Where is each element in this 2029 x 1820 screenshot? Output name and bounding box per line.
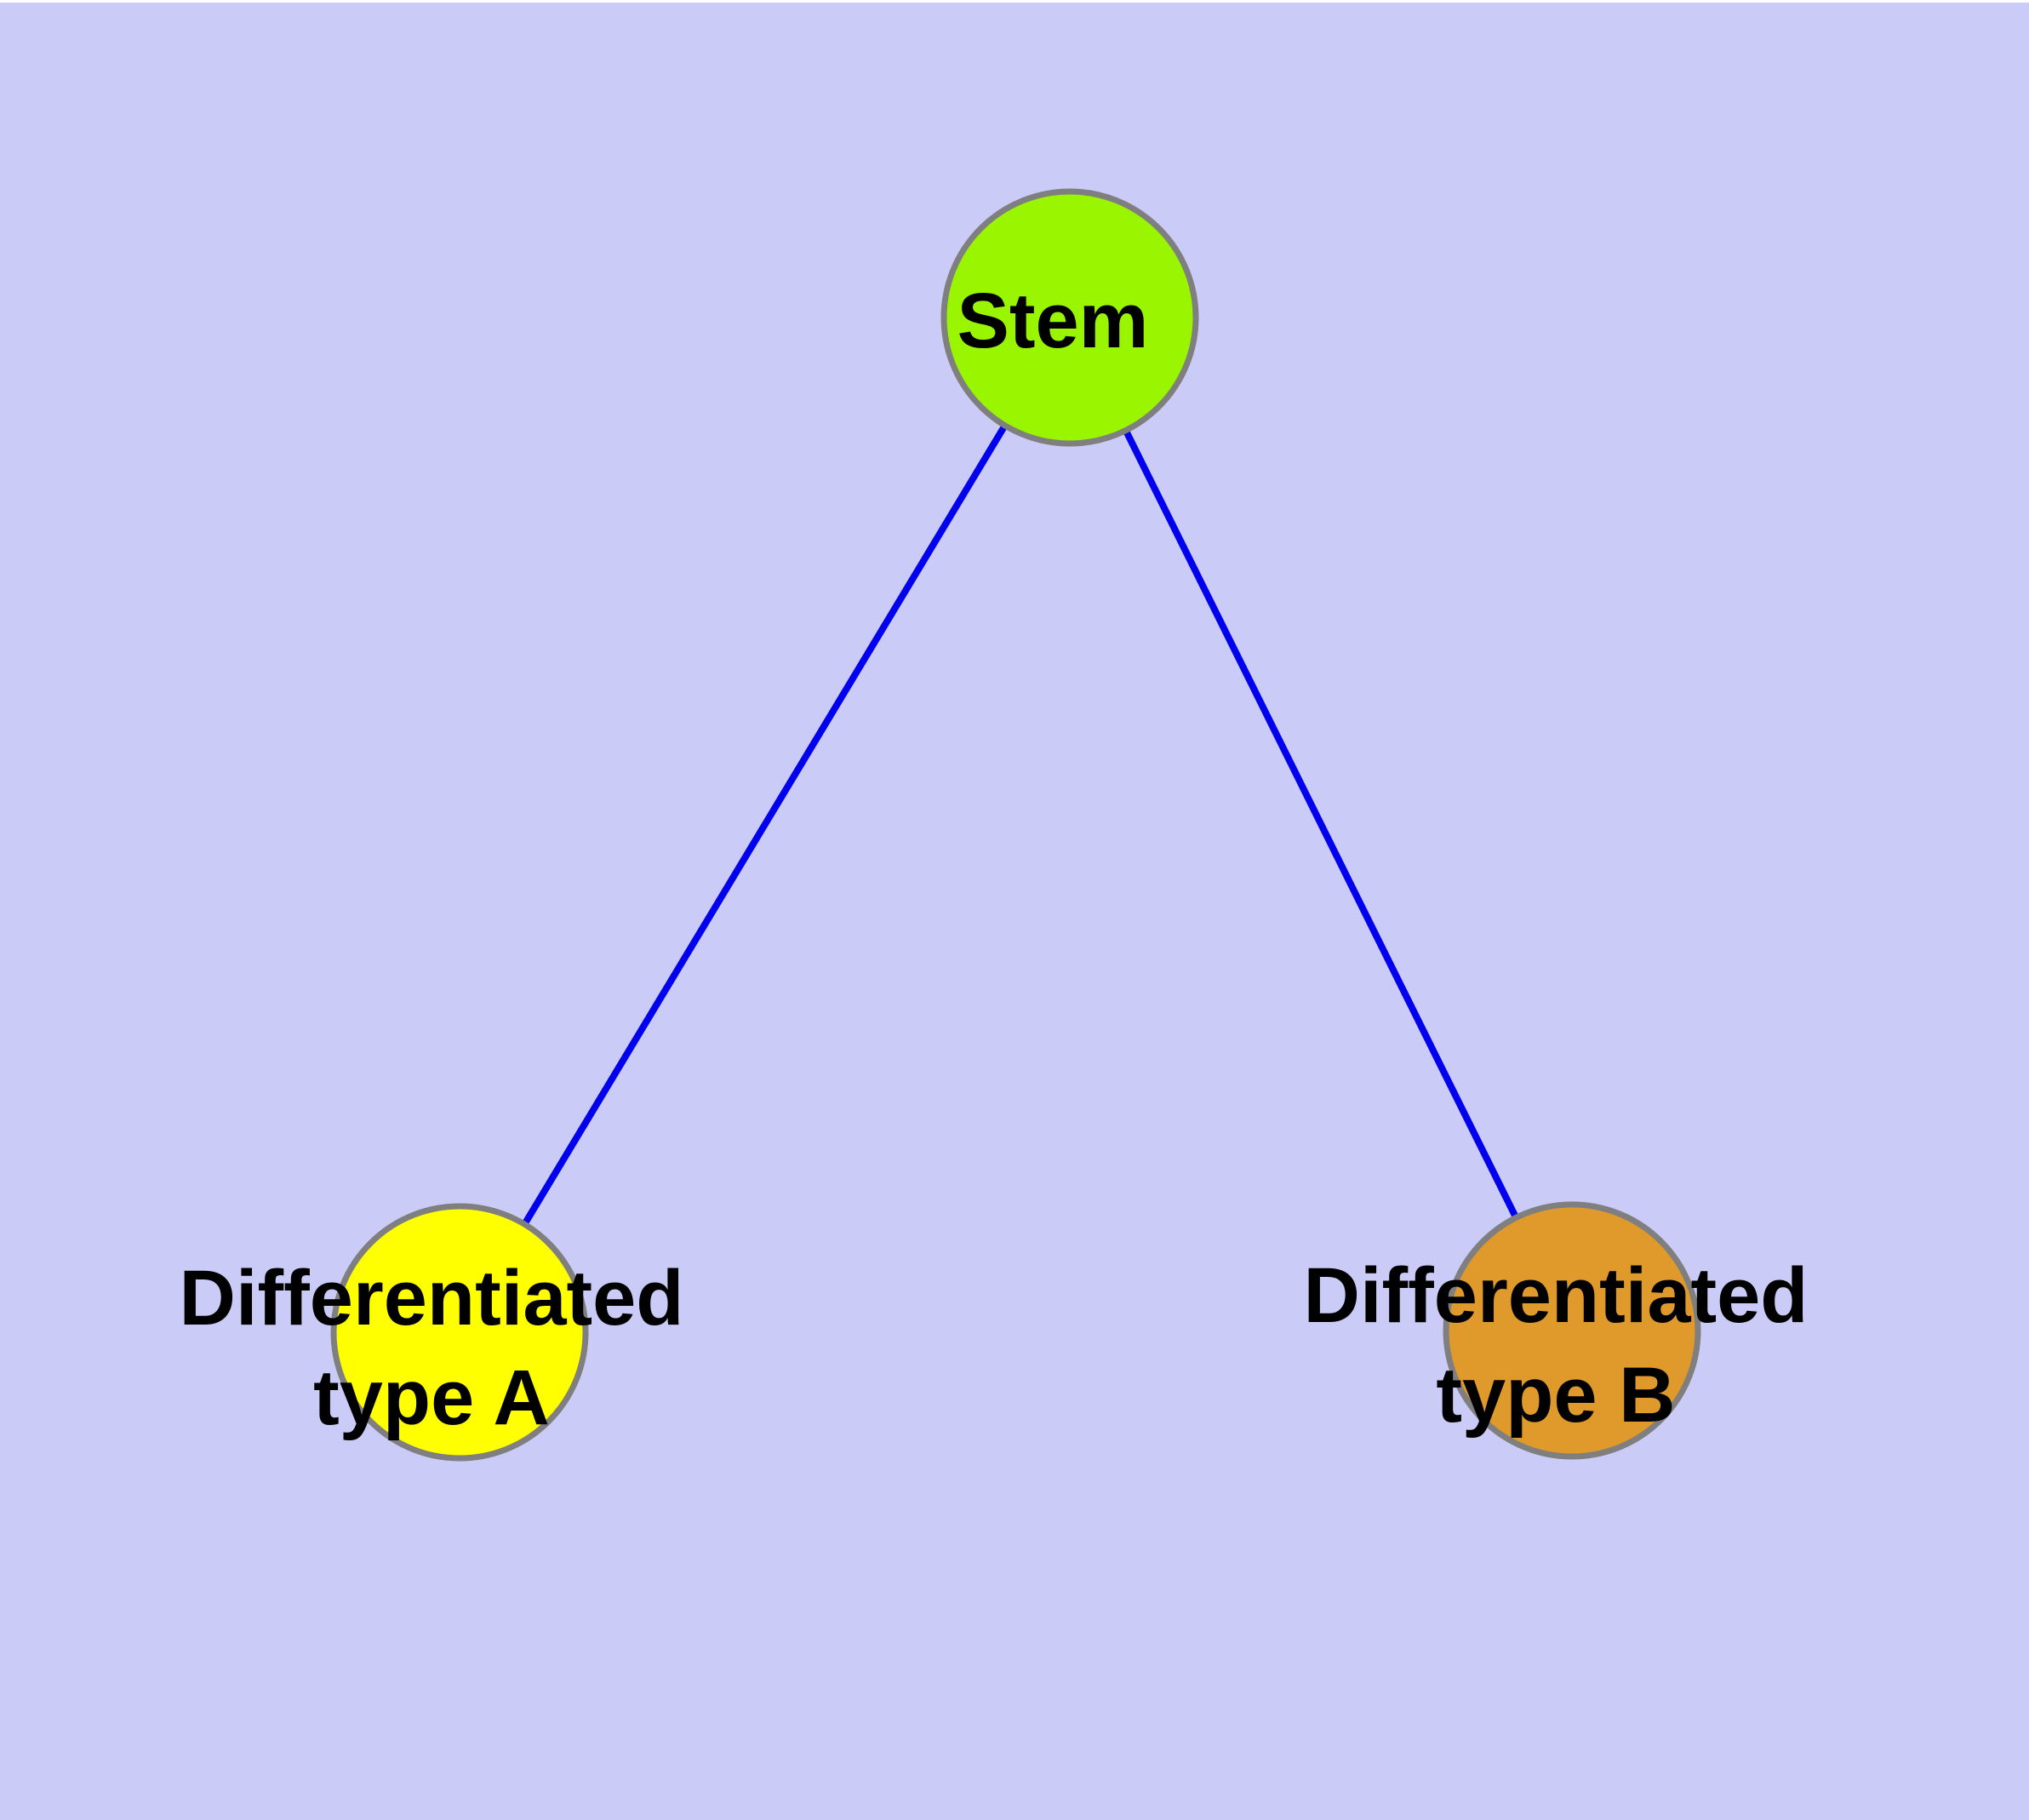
node-type-a-label-line1: Differentiated — [180, 1255, 684, 1342]
node-type-b-circle — [1446, 1205, 1698, 1457]
node-type-a-circle — [334, 1206, 586, 1458]
top-edge-strip — [0, 0, 2029, 3]
node-type-b-label-line1: Differentiated — [1304, 1252, 1809, 1339]
edge-stem-to-type-b — [1066, 316, 1575, 1332]
node-type-b-label-line2: type B — [1436, 1352, 1675, 1439]
node-type-a-label-line2: type A — [313, 1354, 550, 1441]
node-type-b-border — [1443, 1201, 1701, 1460]
node-stem-circle — [944, 192, 1196, 444]
edge-stem-to-type-a — [456, 315, 1073, 1335]
node-stem-label: Stem — [957, 278, 1149, 364]
node-type-a-border — [330, 1203, 589, 1462]
node-stem-border — [940, 188, 1199, 447]
